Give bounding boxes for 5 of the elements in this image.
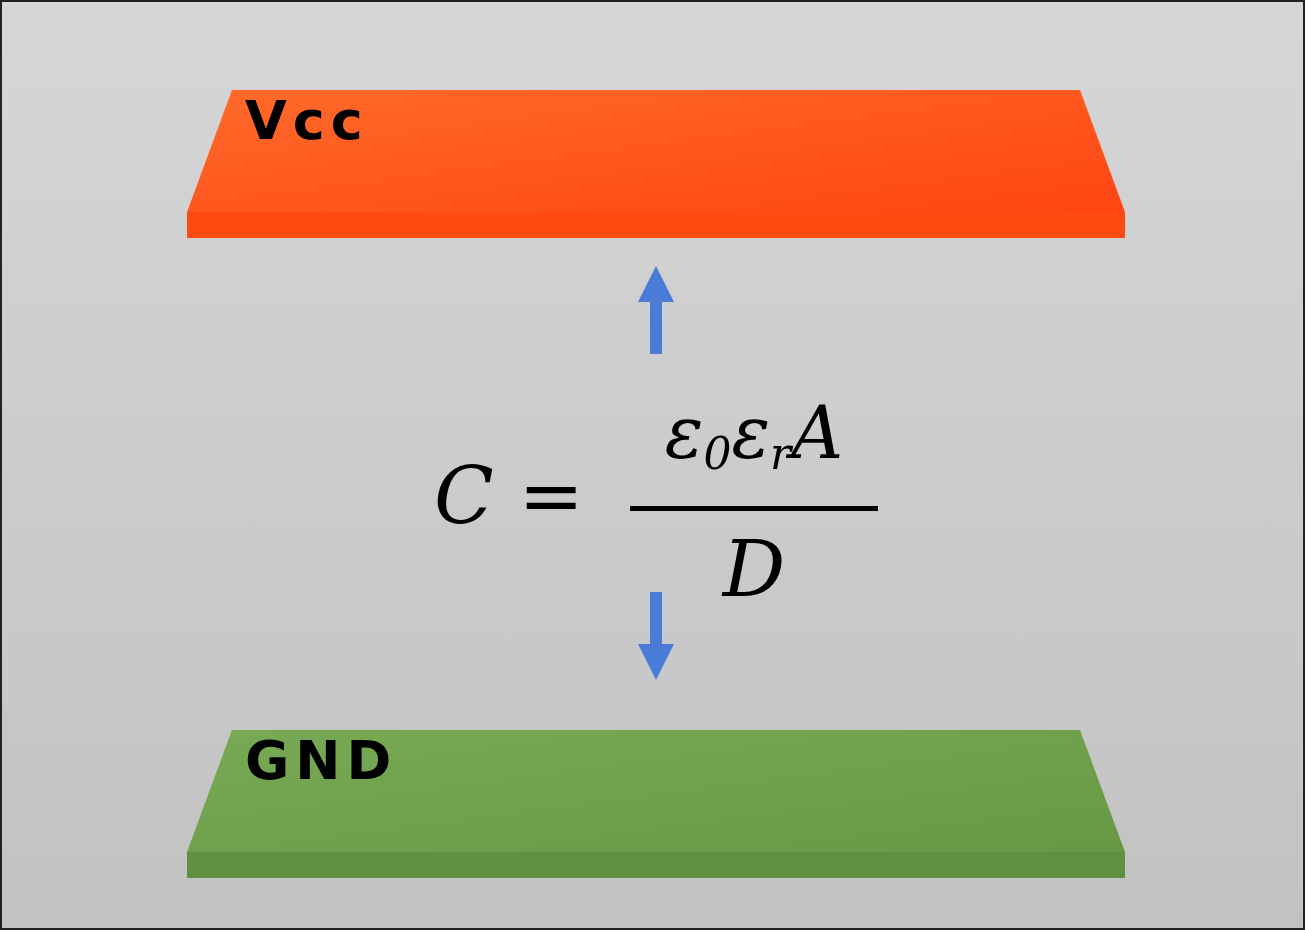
formula-denominator: D: [720, 530, 787, 608]
formula-lhs: C =: [434, 457, 584, 535]
plate-label: Vcc: [245, 94, 369, 148]
plate-label: GND: [245, 734, 398, 788]
formula-numerator: ε$_{0}$ε$_{r}$A: [663, 397, 845, 469]
